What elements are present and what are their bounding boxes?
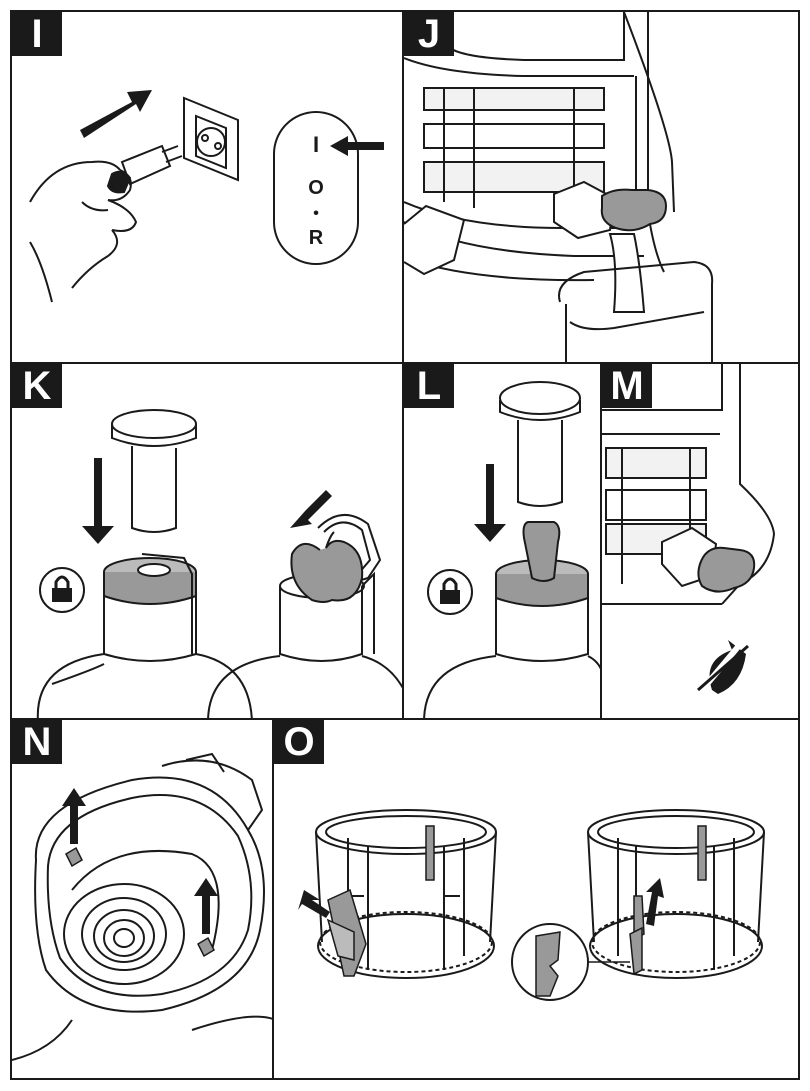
panel-n: N xyxy=(10,718,274,1080)
no-drip-icon xyxy=(697,640,749,694)
brush-icon xyxy=(65,846,215,958)
arrow-icon xyxy=(646,878,664,926)
apple-icon xyxy=(290,531,364,603)
panel-i-illustration: I O • R xyxy=(29,90,384,303)
panel-k-illustration xyxy=(36,409,402,718)
panel-j-illustration xyxy=(404,12,714,362)
hand-icon xyxy=(29,160,138,303)
arrow-icon xyxy=(290,490,332,528)
panel-m-illustration xyxy=(602,364,776,694)
panel-label-j: J xyxy=(404,12,454,56)
switch-reverse-label: R xyxy=(309,227,324,249)
arrow-icon xyxy=(80,90,152,138)
arrow-icon xyxy=(330,136,384,156)
panel-l: L xyxy=(402,362,602,720)
arrow-icon xyxy=(62,788,86,844)
carrot-icon xyxy=(522,521,561,582)
panel-label-i: I xyxy=(12,12,62,56)
switch-icon xyxy=(273,111,359,265)
panel-label-m: M xyxy=(602,364,652,408)
switch-off-label: O xyxy=(308,177,324,199)
arrow-icon xyxy=(298,890,330,918)
lock-icon xyxy=(427,569,473,615)
panel-k: K xyxy=(10,362,404,720)
socket-icon xyxy=(183,96,239,182)
plug-icon xyxy=(106,144,183,194)
arrow-icon xyxy=(194,878,218,934)
juice-cup-icon xyxy=(558,260,714,362)
panel-j: J xyxy=(402,10,800,364)
arrow-icon xyxy=(474,464,506,542)
magnifier-icon xyxy=(511,923,630,1001)
panel-label-l: L xyxy=(404,364,454,408)
panel-label-o: O xyxy=(274,720,324,764)
panel-n-illustration xyxy=(12,752,272,1061)
switch-dot: • xyxy=(313,205,319,222)
lock-icon xyxy=(39,567,85,613)
panel-o: O xyxy=(272,718,800,1080)
strainer-icon xyxy=(587,809,765,979)
no-drip-icon xyxy=(697,546,756,593)
panel-l-illustration xyxy=(423,381,600,718)
panel-label-k: K xyxy=(12,364,62,408)
switch-on-label: I xyxy=(313,132,319,157)
panel-m: M xyxy=(600,362,800,720)
panel-o-illustration xyxy=(298,809,765,1001)
arrow-icon xyxy=(82,458,114,544)
no-drip-icon xyxy=(600,188,668,232)
panel-label-n: N xyxy=(12,720,62,764)
panel-i: I I O • xyxy=(10,10,404,364)
